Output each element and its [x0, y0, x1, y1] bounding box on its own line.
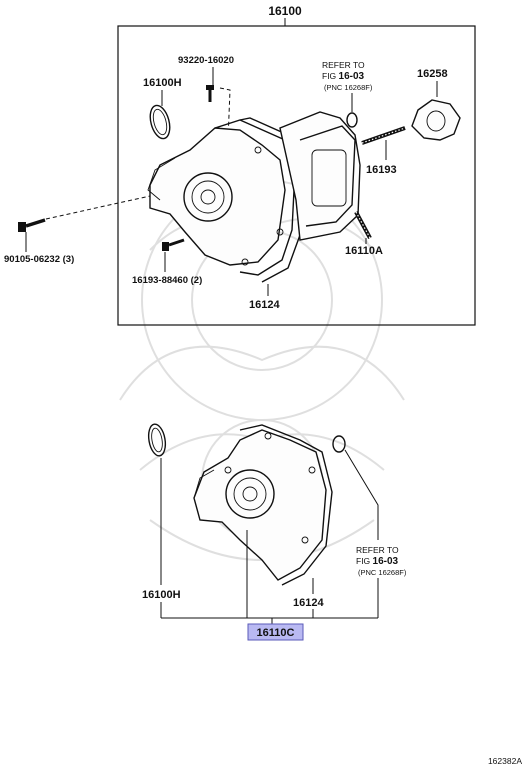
- o-ring-icon: [346, 112, 358, 128]
- top-assembly: 16100 16100H 93220-16020: [4, 4, 476, 326]
- part-label-16124-bottom[interactable]: 16124: [293, 597, 324, 609]
- part-label-16110A[interactable]: 16110A: [345, 245, 383, 257]
- illustration-id: 162382A: [488, 756, 522, 766]
- flange-gasket-hole: [426, 110, 446, 132]
- part-label-16258[interactable]: 16258: [417, 68, 448, 80]
- bolt-bottom-icon: [162, 238, 185, 251]
- part-label-16100[interactable]: 16100: [268, 4, 302, 18]
- o-ring-bottom-icon: [332, 435, 346, 453]
- refer-label-line3-top: (PNC 16268F): [324, 83, 373, 92]
- dashed-guide-left: [45, 195, 151, 220]
- gasket-ring-inner-icon: [152, 108, 168, 136]
- flange-gasket-icon: [411, 99, 461, 141]
- gasket-ring-bottom-icon: [147, 423, 167, 457]
- leader-refer-bottom: [344, 449, 379, 540]
- stud-lower-icon: [354, 211, 372, 239]
- part-label-16100H-bottom[interactable]: 16100H: [142, 589, 181, 601]
- gasket-ring-bottom-inner-icon: [151, 427, 163, 453]
- refer-label-line3-bottom: (PNC 16268F): [358, 568, 407, 577]
- water-pump-illustration-bottom: [193, 424, 333, 586]
- part-label-16193[interactable]: 16193: [366, 164, 397, 176]
- part-label-16124-top[interactable]: 16124: [249, 299, 280, 311]
- part-label-16193-88460[interactable]: 16193-88460 (2): [132, 275, 202, 286]
- bolt-left-icon: [18, 218, 46, 232]
- stud-icon: [361, 126, 406, 145]
- bolt-icon: [206, 85, 214, 102]
- refer-label-line1-top: REFER TO: [322, 60, 365, 70]
- bottom-assembly: REFER TO FIG 16-03 (PNC 16268F) 16100H 1…: [142, 423, 407, 641]
- gasket-ring-icon: [149, 104, 171, 140]
- water-pump-illustration-top: [147, 111, 361, 283]
- refer-label-line1-bottom: REFER TO: [356, 545, 399, 555]
- refer-label-line2-bottom[interactable]: FIG 16-03: [356, 556, 399, 567]
- part-label-90105-06232[interactable]: 90105-06232 (3): [4, 254, 74, 265]
- highlight-box-16110C: [247, 623, 304, 641]
- part-label-93220-16020[interactable]: 93220-16020: [178, 55, 234, 66]
- part-label-16100H-top[interactable]: 16100H: [143, 77, 182, 89]
- part-label-16110C[interactable]: 16110C: [257, 627, 295, 639]
- refer-label-line2-top[interactable]: FIG 16-03: [322, 71, 365, 82]
- assembly-box: [117, 25, 476, 326]
